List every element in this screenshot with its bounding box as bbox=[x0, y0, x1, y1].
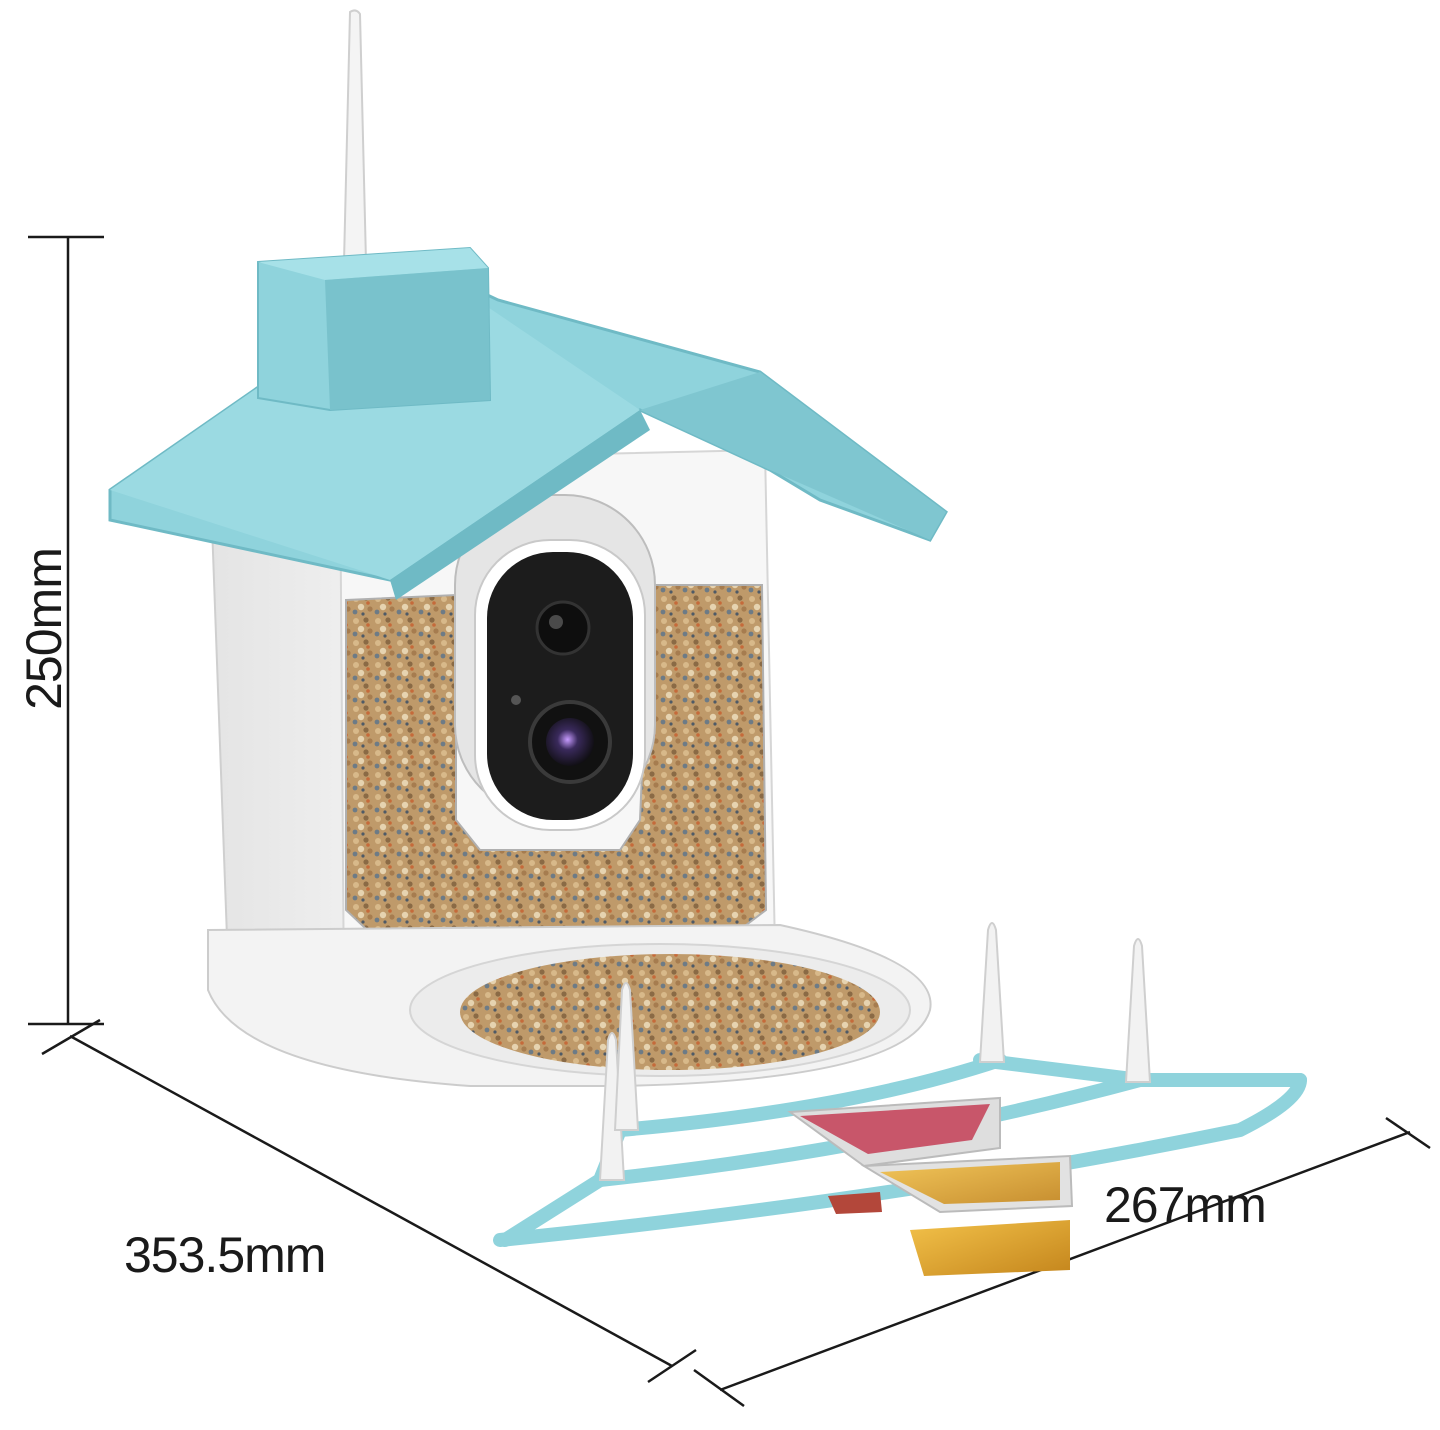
depth-tick-right bbox=[647, 1348, 697, 1384]
camera-icon bbox=[454, 494, 656, 831]
antenna-icon bbox=[342, 9, 368, 263]
depth-line bbox=[69, 1034, 673, 1368]
roof bbox=[108, 246, 948, 600]
width-label: 267mm bbox=[1104, 1177, 1267, 1233]
perch-spikes bbox=[598, 922, 1152, 1181]
depth-label: 353.5mm bbox=[124, 1227, 326, 1283]
width-tick-left bbox=[693, 1368, 745, 1408]
treat-trays bbox=[787, 1096, 1074, 1276]
depth-tick-left bbox=[41, 1018, 101, 1056]
width-tick-right bbox=[1385, 1116, 1431, 1150]
height-label: 250mm bbox=[16, 548, 72, 710]
